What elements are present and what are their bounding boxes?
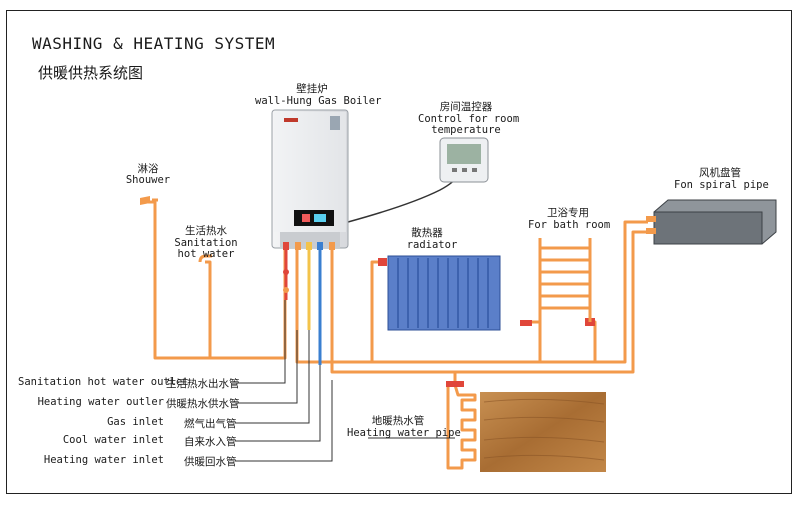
boiler-label-en: wall-Hung Gas Boiler (255, 95, 382, 107)
legend-1-en: Sanitation hot water outlet (18, 376, 189, 388)
legend-2-zh: 供暖热水供水管 (166, 398, 240, 410)
room-thermostat (439, 137, 489, 183)
legend-3-zh: 燃气出气管 (184, 418, 237, 430)
fan-coil-unit (646, 199, 777, 245)
radiator-label-en: radiator (406, 239, 458, 251)
sanitation-label-en-1: Sanitation (174, 237, 238, 249)
fan-label-en: Fon spiral pipe (674, 179, 769, 191)
sanitation-label-en-2: hot water (177, 248, 235, 260)
shower-label-zh: 淋浴 (137, 163, 159, 175)
bath-label-en: For bath room (528, 219, 611, 231)
floor-label-zh: 地暖热水管 (371, 415, 425, 427)
gas-boiler (271, 109, 349, 250)
diagram-title-en: WASHING & HEATING SYSTEM (32, 34, 276, 53)
diagram-frame (6, 10, 792, 494)
fan-label-zh: 风机盘管 (699, 167, 741, 179)
legend-leaders (232, 300, 455, 462)
pipe-fittings (283, 248, 595, 387)
radiator-label-zh: 散热器 (411, 227, 443, 239)
thermostat-label-en-1: Control for room (418, 113, 520, 125)
shower-head (140, 196, 158, 205)
thermostat-label-en-2: temperature (431, 124, 501, 136)
thermostat-label-zh: 房间温控器 (439, 101, 493, 113)
tap-icon (198, 254, 212, 263)
boiler-label-zh: 壁挂炉 (296, 83, 328, 95)
bath-label-zh: 卫浴专用 (547, 207, 589, 219)
bath-towel-rail (538, 238, 592, 322)
thermostat-cable (347, 174, 459, 223)
radiator (387, 255, 501, 331)
shower-label-en: Shouwer (125, 174, 171, 186)
diagram-title-zh: 供暖供热系统图 (38, 64, 144, 82)
legend-5-en: Heating water inlet (43, 454, 164, 466)
legend-2-en: Heating water outler (37, 396, 164, 408)
legend-4-zh: 自来水入管 (184, 436, 237, 448)
wood-floor (480, 392, 606, 472)
legend-4-en: Cool water inlet (62, 434, 164, 446)
legend-3-en: Gas inlet (107, 416, 164, 428)
legend-5-zh: 供暖回水管 (184, 456, 237, 468)
floor-label-en: Heating water pipe (347, 427, 461, 439)
sanitation-label-zh: 生活热水 (185, 225, 227, 237)
legend-1-zh: 生活热水出水管 (166, 378, 240, 390)
